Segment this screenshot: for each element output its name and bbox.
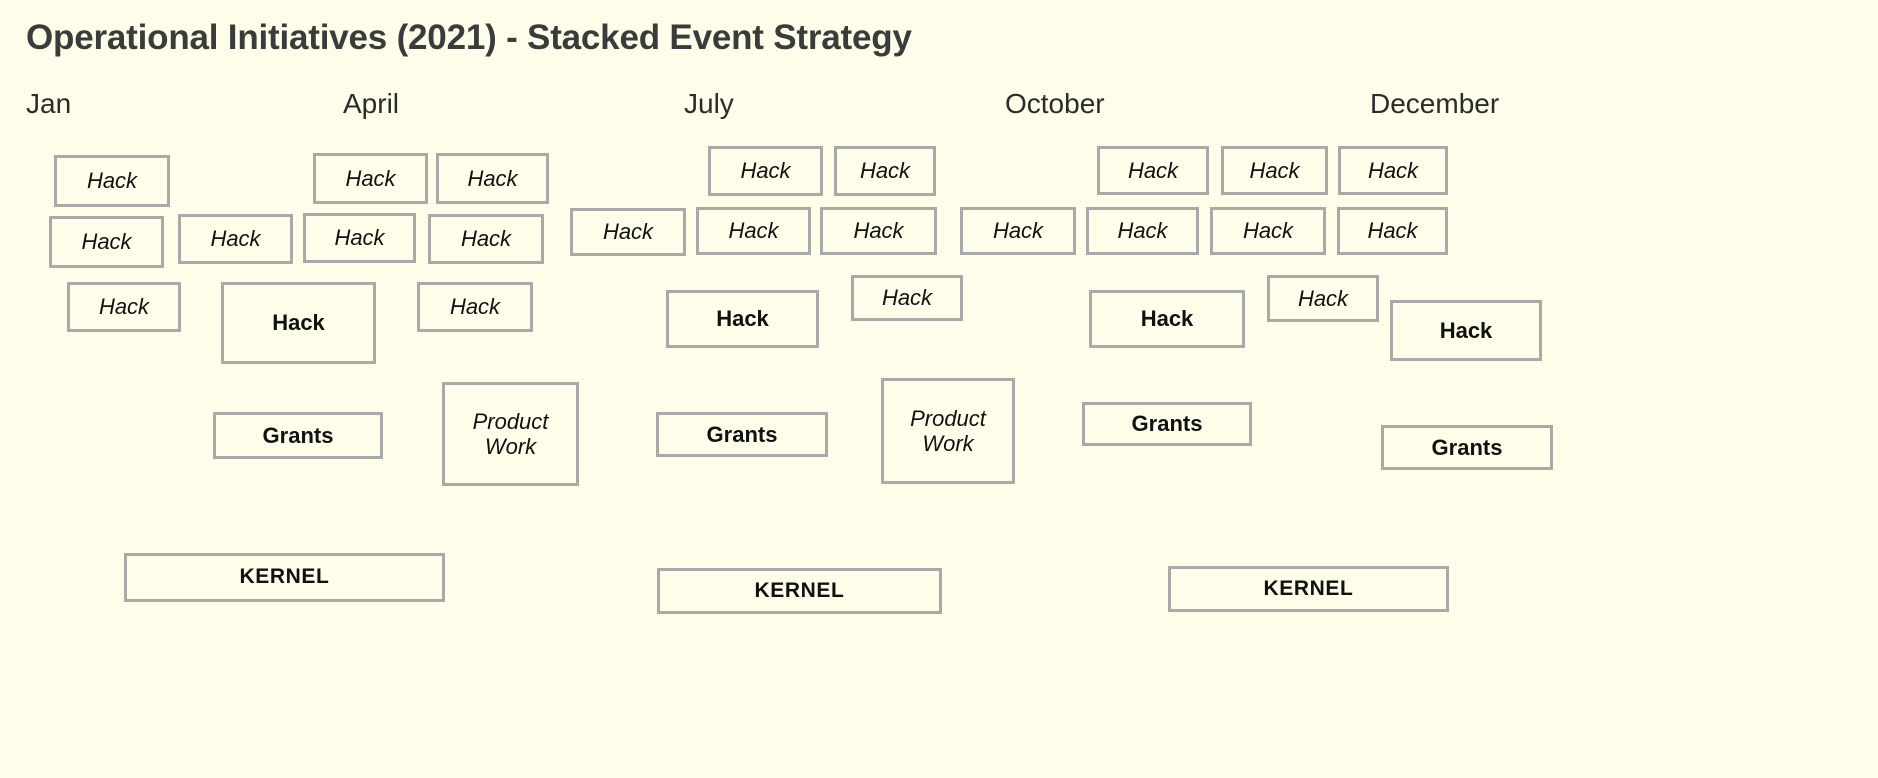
event-box-hack[interactable]: Hack xyxy=(436,153,549,204)
axis-tick-october: October xyxy=(1005,88,1105,119)
event-box-hack[interactable]: Hack xyxy=(417,282,533,332)
event-box-label: Hack xyxy=(853,218,904,244)
event-box-hack[interactable]: Hack xyxy=(666,290,819,348)
event-box-hack[interactable]: Hack xyxy=(1221,146,1328,195)
event-box-label: Grants xyxy=(706,421,778,447)
event-box-hack[interactable]: Hack xyxy=(1267,275,1379,322)
event-box-hack[interactable]: Hack xyxy=(696,207,811,255)
event-box-label: Hack xyxy=(345,165,396,191)
axis-tick-december: December xyxy=(1370,88,1500,119)
event-box-hack[interactable]: Hack xyxy=(221,282,376,364)
event-box-label: Hack xyxy=(86,168,138,194)
event-box-hack[interactable]: Hack xyxy=(1086,207,1199,255)
event-box-grants[interactable]: Grants xyxy=(1381,425,1553,470)
event-box-label: Hack xyxy=(1297,285,1349,311)
event-box-hack[interactable]: Hack xyxy=(960,207,1076,255)
event-box-label: KERNEL xyxy=(1263,576,1354,600)
axis-tick-april: April xyxy=(343,88,400,119)
event-box-hack[interactable]: Hack xyxy=(1390,300,1542,361)
event-box-label: Grants xyxy=(1131,411,1203,437)
event-box-kernel[interactable]: KERNEL xyxy=(1168,566,1449,612)
event-box-hack[interactable]: Hack xyxy=(1337,207,1448,255)
event-box-label: Hack xyxy=(859,158,911,184)
event-box-label: Hack xyxy=(740,158,791,184)
event-box-label: KERNEL xyxy=(239,565,330,589)
event-box-label: Hack xyxy=(1367,157,1419,183)
event-box-label: Hack xyxy=(1249,157,1300,183)
event-box-label: Hack xyxy=(1127,157,1179,183)
event-box-hack[interactable]: Hack xyxy=(834,146,936,196)
event-box-grants[interactable]: Grants xyxy=(656,412,828,457)
axis-tick-july: July xyxy=(684,88,734,119)
event-box-label: Hack xyxy=(98,294,150,320)
event-box-hack[interactable]: Hack xyxy=(820,207,937,255)
event-box-hack[interactable]: Hack xyxy=(851,275,963,321)
event-box-label: Grants xyxy=(1431,434,1503,460)
event-box-hack[interactable]: Hack xyxy=(313,153,428,204)
event-box-label: Hack xyxy=(728,218,779,244)
event-box-label: Hack xyxy=(210,226,261,252)
event-box-hack[interactable]: Hack xyxy=(1097,146,1209,195)
event-box-label: Hack xyxy=(1439,317,1493,343)
event-box-hack[interactable]: Hack xyxy=(428,214,544,264)
event-box-grants[interactable]: Grants xyxy=(1082,402,1252,446)
event-box-label: Hack xyxy=(716,306,769,332)
event-box-kernel[interactable]: KERNEL xyxy=(657,568,942,614)
event-box-hack[interactable]: Hack xyxy=(1089,290,1245,348)
event-box-hack[interactable]: Hack xyxy=(303,213,416,263)
event-box-label: Hack xyxy=(1140,306,1194,332)
event-box-hack[interactable]: Hack xyxy=(708,146,823,196)
event-box-label: KERNEL xyxy=(754,578,845,602)
event-box-label: Hack xyxy=(272,310,325,336)
event-box-label: Hack xyxy=(1117,218,1168,244)
axis-tick-jan: Jan xyxy=(26,88,72,119)
event-box-label: Hack xyxy=(449,294,501,320)
event-box-hack[interactable]: Hack xyxy=(54,155,170,207)
event-box-hack[interactable]: Hack xyxy=(49,216,164,268)
event-box-label: Hack xyxy=(1367,218,1418,244)
page-title: Operational Initiatives (2021) - Stacked… xyxy=(26,18,912,57)
event-box-label: Hack xyxy=(467,165,518,191)
event-box-hack[interactable]: Hack xyxy=(570,208,686,256)
event-box-label: Grants xyxy=(262,422,334,448)
event-box-label: Hack xyxy=(881,285,933,311)
event-box-label: Hack xyxy=(334,225,385,251)
event-box-label: Hack xyxy=(1242,218,1294,244)
event-box-hack[interactable]: Hack xyxy=(178,214,293,264)
event-box-label: Hack xyxy=(992,218,1044,244)
event-box-grants[interactable]: Grants xyxy=(213,412,383,459)
event-box-label: Hack xyxy=(81,229,132,255)
event-box-hack[interactable]: Hack xyxy=(1338,146,1448,195)
event-box-label: Hack xyxy=(602,219,654,245)
event-box-label: Hack xyxy=(460,226,512,252)
event-box-hack[interactable]: Hack xyxy=(1210,207,1326,255)
event-box-hack[interactable]: Hack xyxy=(67,282,181,332)
event-box-kernel[interactable]: KERNEL xyxy=(124,553,445,602)
